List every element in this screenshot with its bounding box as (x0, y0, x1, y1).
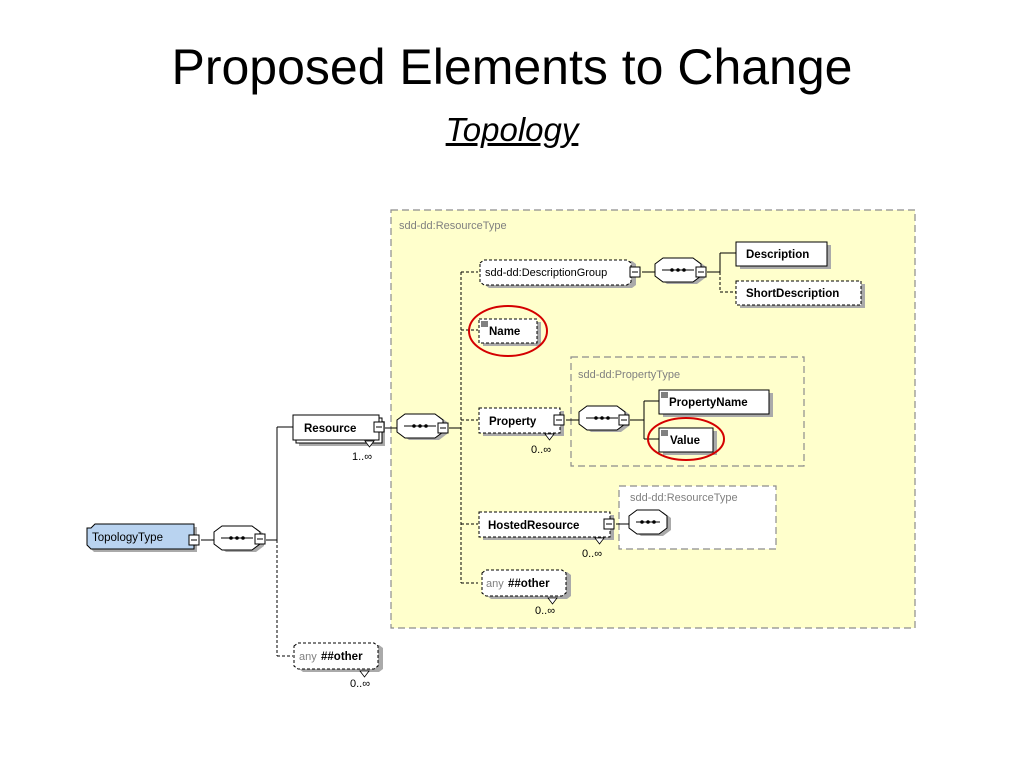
value-label: Value (670, 435, 700, 447)
hosted-resource-label: HostedResource (488, 520, 579, 532)
resource-label: Resource (304, 423, 356, 435)
sequence-compositor-resource (396, 413, 449, 440)
outer-any-cardinality: 0..∞ (350, 678, 370, 690)
outer-any-other-label: ##other (321, 651, 363, 663)
property-label: Property (489, 416, 537, 428)
hosted-resource-type-group (618, 485, 777, 550)
name-highlight-circle (468, 305, 548, 357)
hosted-resource-cardinality: 0..∞ (582, 548, 602, 560)
value-highlight-circle (647, 417, 725, 461)
outer-any-prefix: any (299, 651, 317, 663)
description-label: Description (746, 249, 809, 261)
description-element: Description (735, 241, 831, 269)
resource-type-group (390, 209, 916, 629)
inner-any-prefix: any (486, 578, 504, 590)
resource-element: Resource 1..∞ (292, 414, 385, 463)
slide-subtitle: Topology (445, 111, 579, 148)
resource-type-group-label: sdd-dd:ResourceType (399, 220, 507, 232)
inner-any-other-element: any ##other 0..∞ (481, 569, 571, 617)
short-description-element: ShortDescription (735, 280, 865, 308)
short-description-label: ShortDescription (746, 288, 839, 300)
description-group-element: sdd-dd:DescriptionGroup (479, 259, 641, 288)
hosted-resource-type-group-label: sdd-dd:ResourceType (630, 492, 738, 504)
topology-type-label: TopologyType (92, 532, 163, 544)
property-type-group (570, 356, 805, 467)
property-name-element: PropertyName (658, 389, 773, 417)
property-name-label: PropertyName (669, 397, 748, 409)
dashed-connectors (276, 271, 736, 657)
property-cardinality: 0..∞ (531, 444, 551, 456)
slide-title: Proposed Elements to Change (171, 39, 853, 95)
sequence-compositor-hosted (628, 509, 671, 536)
outer-any-other-element: any ##other 0..∞ (293, 642, 383, 690)
property-type-group-label: sdd-dd:PropertyType (578, 369, 680, 381)
name-label: Name (489, 326, 520, 338)
sequence-compositor-topology (213, 525, 266, 552)
resource-cardinality: 1..∞ (352, 451, 372, 463)
inner-any-other-label: ##other (508, 578, 550, 590)
sequence-compositor-description (654, 257, 707, 284)
value-element: Value (658, 427, 717, 455)
description-group-label: sdd-dd:DescriptionGroup (485, 267, 607, 279)
topology-type-element: TopologyType (86, 523, 200, 552)
property-element: Property 0..∞ (478, 407, 565, 456)
inner-any-cardinality: 0..∞ (535, 605, 555, 617)
hosted-resource-element: HostedResource 0..∞ (478, 511, 615, 560)
sequence-compositor-property (578, 405, 630, 432)
name-element: Name (478, 318, 541, 346)
connector-lines (201, 252, 736, 541)
